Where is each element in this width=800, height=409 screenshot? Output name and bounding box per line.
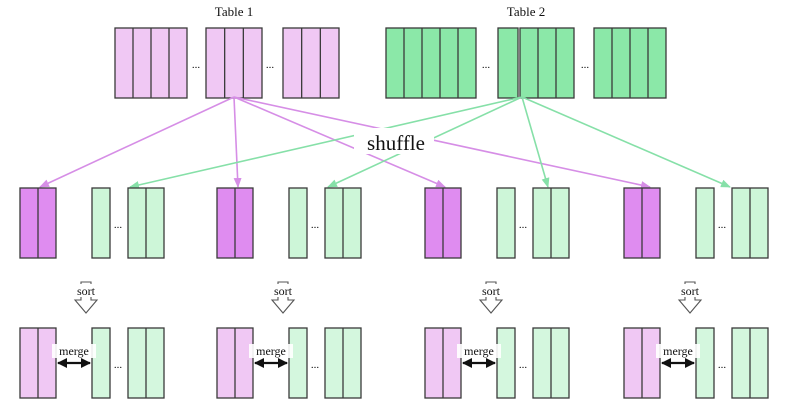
partition-1-ellipsis: ... bbox=[114, 219, 123, 231]
table2-ellipsis-2: ... bbox=[581, 59, 590, 71]
sort-label-2: sort bbox=[274, 284, 293, 298]
sort-label-3-bg bbox=[476, 284, 506, 297]
sorted-partition-2-table2-b bbox=[324, 327, 362, 399]
sorted-partition-4-table2-b bbox=[731, 327, 769, 399]
merge-label-3: merge bbox=[464, 344, 494, 358]
sorted-partition-1-table2-a bbox=[91, 327, 111, 399]
table2-ellipsis-1: ... bbox=[482, 59, 491, 71]
partition-2-table2-a bbox=[288, 187, 308, 259]
table2-blocks bbox=[385, 27, 667, 99]
sort-arrows: sort sort sort sort bbox=[71, 281, 705, 314]
partition-1-table2-a bbox=[91, 187, 111, 259]
sort-label-1-bg bbox=[71, 284, 101, 297]
shuffle-arrow-t2-p3 bbox=[521, 96, 550, 188]
sorted-partition-2-table2-a bbox=[288, 327, 308, 399]
sorted-partition-2-table1 bbox=[216, 327, 254, 399]
partition-3-ellipsis: ... bbox=[519, 219, 528, 231]
sorted-partition-3-table2-b bbox=[532, 327, 570, 399]
sort-label-4-bg bbox=[675, 284, 705, 297]
sorted-partition-1-table2-b bbox=[127, 327, 165, 399]
sort-label-2-bg bbox=[268, 284, 298, 297]
sorted-partition-4-ellipsis: ... bbox=[718, 359, 727, 371]
sort-label-3: sort bbox=[482, 284, 501, 298]
shuffle-label: shuffle bbox=[367, 131, 425, 155]
shuffled-partitions: ............ bbox=[19, 187, 769, 259]
merge-label-1-bg bbox=[52, 344, 96, 358]
partition-3-table2-a bbox=[496, 187, 516, 259]
sorted-partitions: ... merge... merge... merge... merge bbox=[19, 327, 769, 399]
partition-3-table1 bbox=[424, 187, 462, 259]
table1-block-2 bbox=[205, 27, 263, 99]
sorted-partition-3-table2-a bbox=[496, 327, 516, 399]
table1-title: Table 1 bbox=[215, 4, 253, 19]
table2-block-3 bbox=[519, 27, 575, 99]
sorted-partition-3-table1 bbox=[424, 327, 462, 399]
sorted-partition-2-ellipsis: ... bbox=[311, 359, 320, 371]
merge-label-2-bg bbox=[249, 344, 293, 358]
table2-block-1 bbox=[385, 27, 477, 99]
partition-2-table2-b bbox=[324, 187, 362, 259]
table1-ellipsis-1: ... bbox=[192, 59, 201, 71]
partition-2-table1 bbox=[216, 187, 254, 259]
sorted-partition-1-ellipsis: ... bbox=[114, 359, 123, 371]
shuffle-arrow-t1-p3 bbox=[233, 96, 446, 188]
table1-ellipsis-2: ... bbox=[266, 59, 275, 71]
partition-1-table2-b bbox=[127, 187, 165, 259]
table1-block-1 bbox=[114, 27, 188, 99]
table1-block-3 bbox=[282, 27, 340, 99]
shuffle-arrow-t2-p4 bbox=[521, 96, 731, 188]
partition-1-table1 bbox=[19, 187, 57, 259]
partition-4-table1 bbox=[623, 187, 661, 259]
shuffle-label-bg bbox=[354, 128, 434, 154]
merge-label-4: merge bbox=[663, 344, 693, 358]
shuffle-arrow-t1-p4 bbox=[233, 96, 651, 190]
table2-title: Table 2 bbox=[507, 4, 545, 19]
merge-label-3-bg bbox=[457, 344, 501, 358]
partition-4-table2-b bbox=[731, 187, 769, 259]
merge-label-4-bg bbox=[656, 344, 700, 358]
sorted-partition-4-table2-a bbox=[695, 327, 715, 399]
table1-blocks bbox=[114, 27, 340, 99]
partition-4-ellipsis: ... bbox=[718, 219, 727, 231]
sorted-partition-4-table1 bbox=[623, 327, 661, 399]
sorted-partition-3-ellipsis: ... bbox=[519, 359, 528, 371]
partition-3-table2-b bbox=[532, 187, 570, 259]
table2-block-2 bbox=[497, 27, 519, 99]
shuffle-arrow-t2-p1 bbox=[129, 96, 523, 189]
table2-block-4 bbox=[593, 27, 667, 99]
sorted-partition-1-table1 bbox=[19, 327, 57, 399]
sort-label-1: sort bbox=[77, 284, 96, 298]
merge-label-2: merge bbox=[256, 344, 286, 358]
sort-label-4: sort bbox=[681, 284, 700, 298]
partition-4-table2-a bbox=[695, 187, 715, 259]
shuffle-arrow-t1-p1 bbox=[39, 96, 235, 188]
merge-label-1: merge bbox=[59, 344, 89, 358]
partition-2-ellipsis: ... bbox=[311, 219, 320, 231]
shuffle-arrow-t1-p2 bbox=[233, 96, 242, 188]
